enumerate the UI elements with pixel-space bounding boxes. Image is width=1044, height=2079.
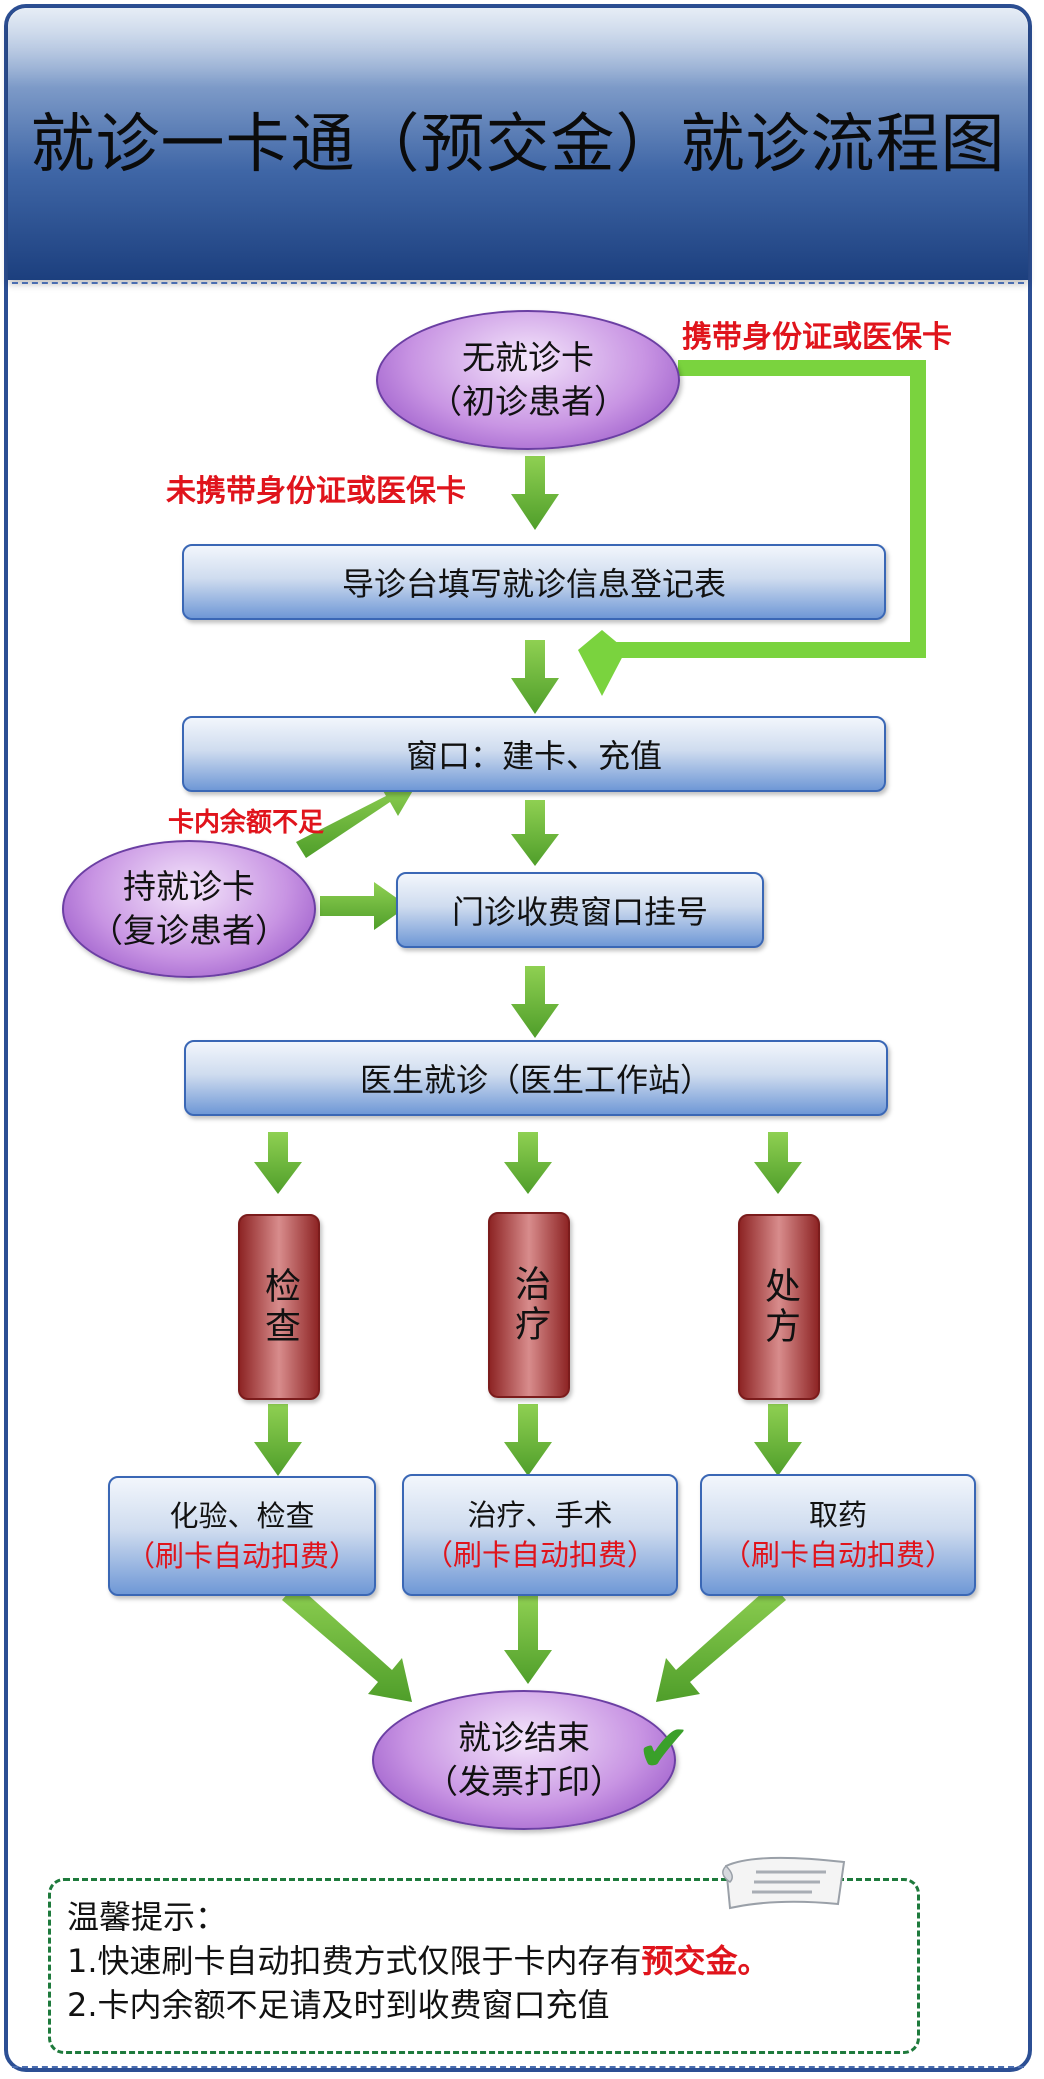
treatment-surgery-line2: （刷卡自动扣费） <box>423 1538 656 1572</box>
label-without-id: 未携带身份证或医保卡 <box>166 474 466 509</box>
arrow-down <box>754 1404 802 1476</box>
end-line1: 就诊结束 <box>458 1718 590 1757</box>
arrow-diagonal <box>296 782 418 858</box>
window-card-box: 窗口：建卡、充值 <box>182 716 886 792</box>
arrow-right <box>320 882 408 930</box>
arrow-down <box>511 966 559 1038</box>
start-return-patient: 持就诊卡 （复诊患者） <box>62 840 316 978</box>
take-medicine-line1: 取药 <box>808 1498 867 1532</box>
header-gloss <box>8 8 1028 88</box>
arrow-down <box>754 1132 802 1194</box>
arrow-down <box>254 1404 302 1476</box>
treatment-box: 治疗 <box>488 1212 570 1398</box>
exam-box: 检查 <box>238 1214 320 1400</box>
take-medicine-line2: （刷卡自动扣费） <box>721 1538 954 1572</box>
header-divider <box>12 282 1024 284</box>
arrow-down <box>511 456 559 530</box>
arrow-down <box>254 1132 302 1194</box>
arrow-down <box>511 800 559 866</box>
label-low-balance: 卡内余额不足 <box>168 808 325 838</box>
scroll-icon <box>722 1856 846 1910</box>
arrow-down <box>504 1132 552 1194</box>
tips-line1-emphasis: 预交金。 <box>641 1942 770 1980</box>
arrow-down <box>511 640 559 714</box>
start-new-line2: （初诊患者） <box>429 382 627 421</box>
footer-divider <box>12 2066 1024 2068</box>
arrow-route-with-id <box>602 360 926 658</box>
register-form-box: 导诊台填写就诊信息登记表 <box>182 544 886 620</box>
tips-line1-text: 1.快速刷卡自动扣费方式仅限于卡内存有 <box>67 1942 642 1980</box>
tips-line2: 2.卡内余额不足请及时到收费窗口充值 <box>67 1986 610 2024</box>
treatment-surgery-line1: 治疗、手术 <box>467 1498 613 1532</box>
outpatient-register-box: 门诊收费窗口挂号 <box>396 872 764 948</box>
start-new-line1: 无就诊卡 <box>462 338 594 377</box>
arrow-route-head <box>578 630 626 696</box>
end-line2: （发票打印） <box>425 1762 623 1801</box>
treatment-surgery-box: 治疗、手术 （刷卡自动扣费） <box>402 1474 678 1596</box>
doctor-visit-box: 医生就诊（医生工作站） <box>184 1040 888 1116</box>
take-medicine-box: 取药 （刷卡自动扣费） <box>700 1474 976 1596</box>
tips-box: 温馨提示： 1.快速刷卡自动扣费方式仅限于卡内存有预交金。 2.卡内余额不足请及… <box>48 1878 920 2054</box>
arrow-down <box>504 1596 552 1684</box>
tips-heading: 温馨提示： <box>67 1898 228 1936</box>
page-title: 就诊一卡通（预交金）就诊流程图 <box>30 108 1006 182</box>
check-icon: ✔ <box>636 1710 692 1787</box>
lab-exam-line2: （刷卡自动扣费） <box>125 1539 358 1573</box>
lab-exam-line1: 化验、检查 <box>169 1499 315 1533</box>
arrow-diagonal <box>656 1584 786 1702</box>
start-new-patient: 无就诊卡 （初诊患者） <box>376 310 680 450</box>
end-node: 就诊结束 （发票打印） <box>372 1690 676 1830</box>
arrow-down <box>504 1404 552 1476</box>
tips-line1: 1.快速刷卡自动扣费方式仅限于卡内存有预交金。 <box>67 1939 901 1983</box>
start-return-line1: 持就诊卡 <box>123 867 255 906</box>
label-with-id: 携带身份证或医保卡 <box>682 320 952 355</box>
arrow-diagonal <box>282 1584 412 1702</box>
start-return-line2: （复诊患者） <box>90 911 288 950</box>
lab-exam-box: 化验、检查 （刷卡自动扣费） <box>108 1476 376 1596</box>
prescription-box: 处方 <box>738 1214 820 1400</box>
